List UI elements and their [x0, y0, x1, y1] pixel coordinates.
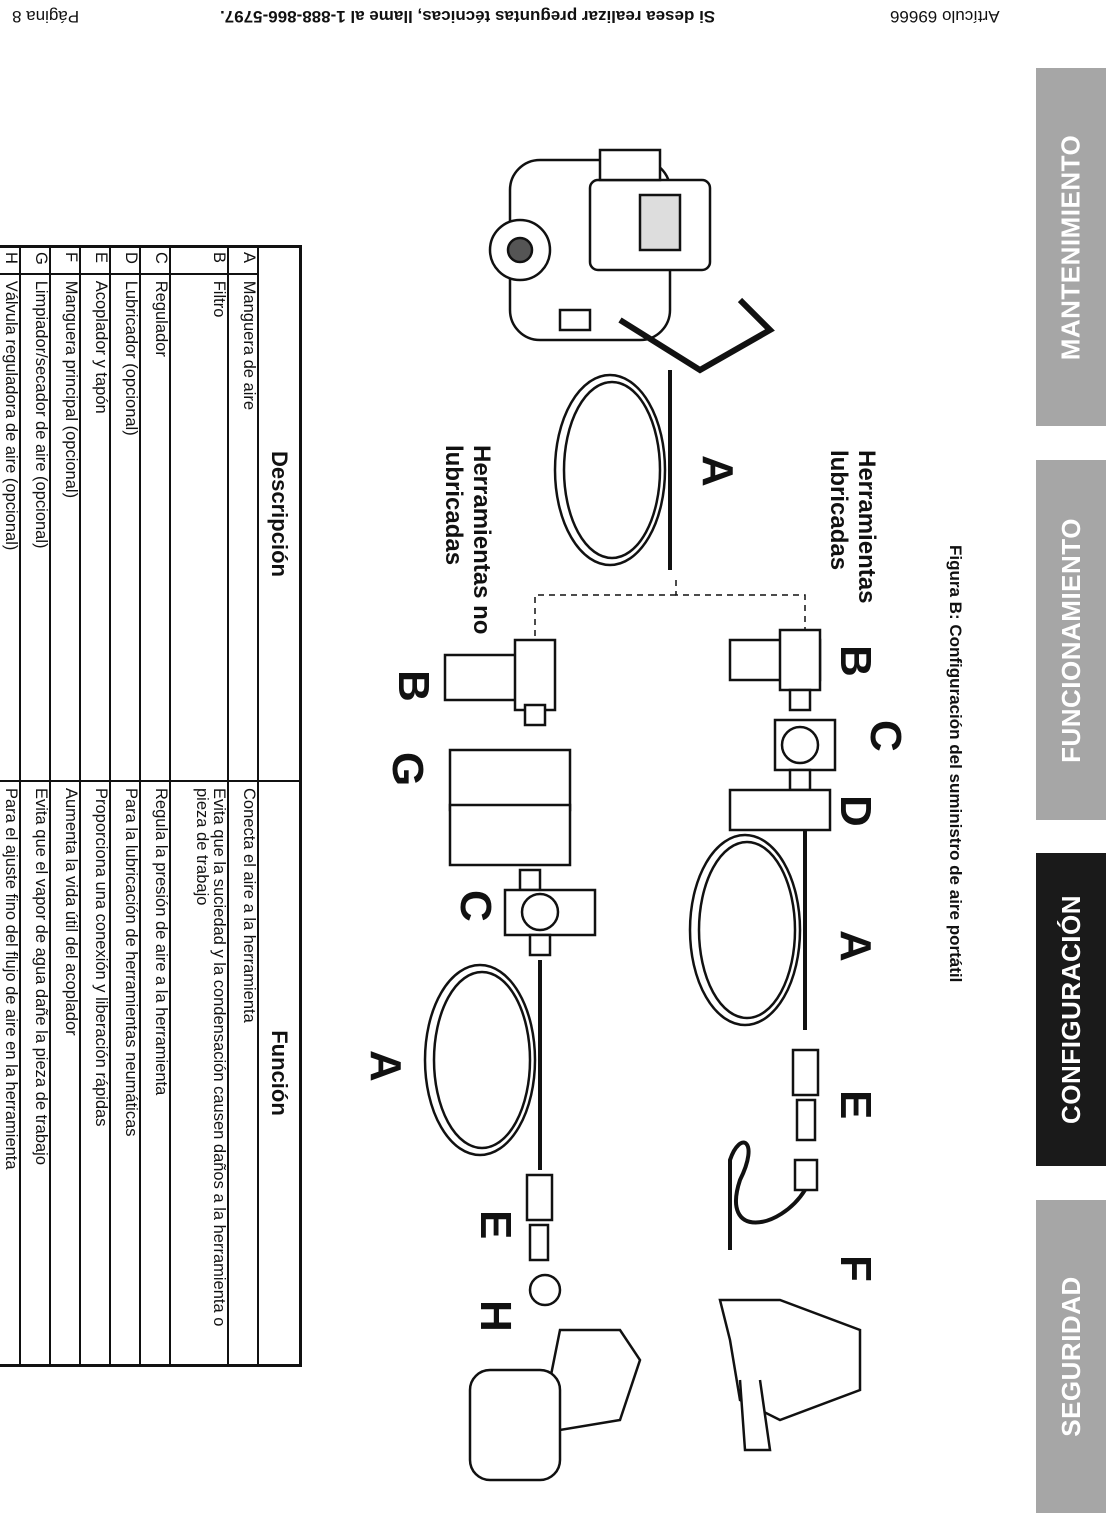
- label-non-lubricated-tools: Herramientas no lubricadas: [439, 445, 495, 635]
- row-description: Regulador: [140, 273, 170, 781]
- tab-funcionamiento[interactable]: FUNCIONAMIENTO: [1036, 460, 1106, 820]
- row-description: Limpiador/secador de aire (opcional): [20, 273, 50, 781]
- callout-g: G: [383, 752, 432, 787]
- callout-b: B: [389, 670, 438, 702]
- label-lubricated-text: Herramientas lubricadas: [825, 450, 880, 604]
- tab-configuracion[interactable]: CONFIGURACIÓN: [1036, 853, 1106, 1166]
- row-description: Manguera de aire: [228, 273, 258, 781]
- tab-seguridad[interactable]: SEGURIDAD: [1036, 1200, 1106, 1513]
- row-function: Regula la presión de aire a la herramien…: [140, 781, 170, 1366]
- table-header-row: Descripción Función: [258, 246, 301, 1366]
- row-code: C: [140, 246, 170, 274]
- callout-e: E: [471, 1210, 520, 1240]
- row-code: E: [80, 246, 110, 274]
- row-code: B: [170, 246, 228, 274]
- row-code: G: [20, 246, 50, 274]
- callout-a: A: [693, 455, 742, 487]
- row-code: F: [50, 246, 80, 274]
- upper-air-line: [688, 628, 862, 1452]
- callout-h: H: [471, 1300, 520, 1332]
- callout-f: F: [831, 1255, 880, 1282]
- row-function: Aumenta la vida útil del acoplador: [50, 781, 80, 1366]
- callout-b: B: [831, 645, 880, 677]
- row-function: Evita que el vapor de agua dañe la pieza…: [20, 781, 50, 1366]
- row-function: Evita que la suciedad y la condensación …: [170, 781, 228, 1366]
- row-description: Manguera principal (opcional): [50, 273, 80, 781]
- label-non-lubricated-text: Herramientas no lubricadas: [440, 445, 495, 635]
- row-description: Lubricador (opcional): [110, 273, 140, 781]
- row-function: Conecta el aire a la herramienta: [228, 781, 258, 1366]
- compressor-illustration: [488, 148, 775, 374]
- row-function: Para el ajuste fino del flujo de aire en…: [0, 781, 20, 1366]
- row-code: H: [0, 246, 20, 274]
- col-function: Función: [258, 781, 301, 1366]
- row-code: D: [110, 246, 140, 274]
- row-function: Para la lubricación de herramientas neum…: [110, 781, 140, 1366]
- label-lubricated-tools: Herramientas lubricadas: [824, 450, 880, 630]
- row-code: A: [228, 246, 258, 274]
- row-description: Acoplador y tapón: [80, 273, 110, 781]
- air-hose-a: [553, 370, 672, 570]
- row-function: Proporciona una conexión y liberación rá…: [80, 781, 110, 1366]
- callout-c: C: [861, 720, 910, 752]
- figure-caption: Figura B: Configuración del suministro d…: [946, 545, 965, 983]
- row-description: Válvula reguladora de aire (opcional): [0, 273, 20, 781]
- row-description: Filtro: [170, 273, 228, 781]
- callout-a: A: [361, 1050, 410, 1082]
- col-description: Descripción: [258, 246, 301, 781]
- tab-mantenimiento[interactable]: MANTENIMIENTO: [1036, 68, 1106, 426]
- callout-e: E: [831, 1090, 880, 1120]
- callout-a: A: [831, 930, 880, 962]
- lower-air-line: [423, 638, 642, 1482]
- callout-d: D: [831, 795, 880, 827]
- callout-c: C: [451, 890, 500, 922]
